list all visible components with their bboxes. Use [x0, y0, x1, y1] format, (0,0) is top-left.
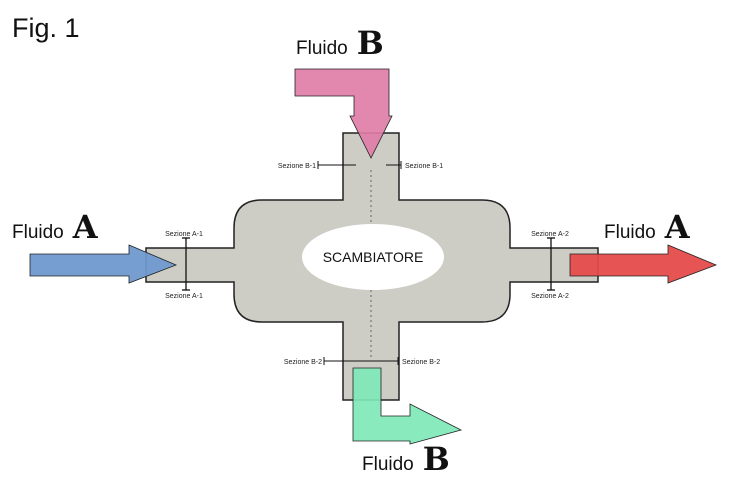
fluid-b-top-word: Fluido [296, 38, 348, 59]
fluid-a-right-letter: A [664, 208, 691, 246]
section-b1-label-left: Sezione B-1 [278, 163, 316, 170]
fluid-a-left-letter: A [72, 208, 99, 246]
fluid-b-top-letter: B [357, 24, 384, 62]
section-b1-label-right: Sezione B-1 [405, 163, 443, 170]
section-a2-label-bottom: Sezione A-2 [531, 293, 569, 300]
fluid-b-inlet-arrow [294, 68, 393, 159]
figure-label: Fig. 1 [12, 13, 80, 43]
fluid-b-bottom-label: Fluido B [362, 440, 450, 478]
fluid-a-inlet-arrow [29, 244, 178, 284]
section-a2-label-top: Sezione A-2 [531, 231, 569, 238]
fluid-b-bottom-letter: B [423, 440, 450, 478]
fluid-a-right-word: Fluido [604, 222, 656, 243]
fluid-a-left-label: Fluido A [12, 208, 99, 246]
section-b2-label-right: Sezione B-2 [402, 359, 440, 366]
section-b2-label-left: Sezione B-2 [284, 359, 322, 366]
fluid-b-bottom-word: Fluido [362, 454, 414, 475]
section-a1-label-top: Sezione A-1 [165, 231, 203, 238]
fluid-a-right-label: Fluido A [604, 208, 691, 246]
fluid-b-outlet-arrow [352, 367, 463, 445]
exchanger-center-ellipse [302, 224, 444, 290]
fluid-b-top-label: Fluido B [296, 24, 384, 62]
fluid-a-outlet-arrow [569, 244, 718, 284]
section-a1-label-bottom: Sezione A-1 [165, 293, 203, 300]
fluid-a-left-word: Fluido [12, 222, 64, 243]
center-label: SCAMBIATORE [323, 249, 424, 265]
